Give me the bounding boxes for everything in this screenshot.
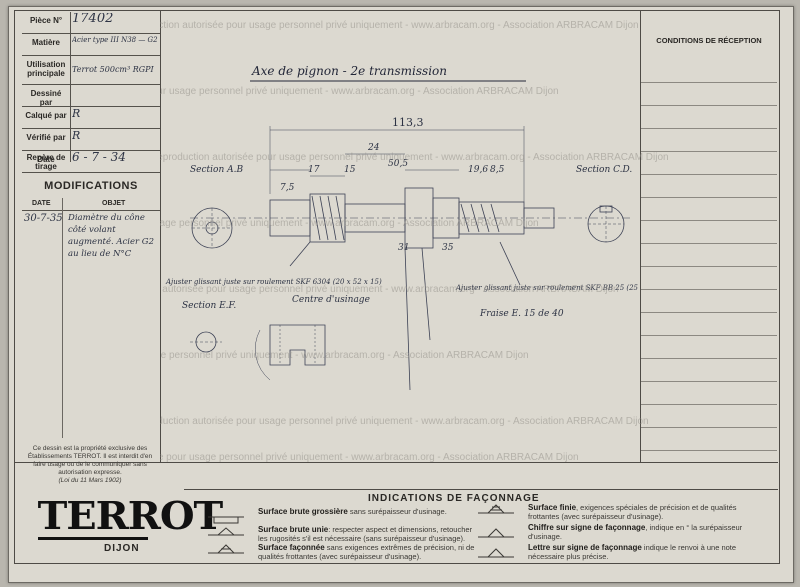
footer-block: TERROT DIJON INDICATIONS DE FAÇONNAGE Su… <box>14 462 778 563</box>
indication-3: Surface façonnée sans exigences extrêmes… <box>208 543 478 561</box>
label-section-cd: Section C.D. <box>576 165 632 175</box>
surface-brute-icon <box>208 516 244 524</box>
dim-overall: 113,3 <box>392 116 424 129</box>
reception-title: CONDITIONS DE RÉCEPTION <box>656 36 762 45</box>
dim-b: 50,5 <box>388 159 408 169</box>
chiffre-signe-icon <box>478 528 514 538</box>
modifications-title: MODIFICATIONS <box>44 180 138 192</box>
matiere-value: Acier type III N38 — G2quod <box>72 36 158 44</box>
dim-g: 7,5 <box>280 183 295 193</box>
drawing-sheet <box>8 6 794 583</box>
label-fraise: Fraise E. 15 de 40 <box>479 309 564 319</box>
utilisation-value: Terrot 500cm³ RGPI <box>72 65 154 74</box>
sheet-border <box>14 10 780 564</box>
surface-faconnee-icon <box>208 544 244 554</box>
calque-initial: R <box>72 108 81 119</box>
modifications-divider <box>62 198 63 438</box>
label-ajust-2: Ajuster glissant juste sur roulement SKF… <box>455 284 640 292</box>
indications-title: INDICATIONS DE FAÇONNAGE <box>368 493 540 504</box>
piece-number: 17402 <box>72 13 114 24</box>
dim-c: 17 <box>308 165 320 175</box>
city-label: DIJON <box>104 543 140 554</box>
reception-lines <box>641 60 777 460</box>
verifie-initial: R <box>72 130 81 141</box>
label-section-ef: Section E.F. <box>182 301 236 311</box>
row-piece: Pièce N°17402 <box>22 12 160 34</box>
dim-a: 24 <box>367 143 380 153</box>
dim-h: 31 <box>398 243 409 253</box>
repere-label: Repère de tirage <box>26 153 66 171</box>
right-column-border <box>640 10 641 462</box>
indication-4: Surface finie, exigences spéciales de pr… <box>478 503 768 521</box>
logo-underline <box>38 537 148 540</box>
terrot-logo: TERROT <box>37 493 224 538</box>
surface-unie-icon <box>208 527 244 536</box>
modification-objet: Diamètre du cône côté volant augmenté. A… <box>68 213 155 259</box>
label-centre: Centre d'usinage <box>292 295 370 305</box>
dim-d: 15 <box>344 165 356 175</box>
dim-i: 35 <box>442 243 454 253</box>
indication-1: Surface brute grossière sans surépaisseu… <box>208 507 478 524</box>
indication-6: Lettre sur signe de façonnage indique le… <box>478 543 768 561</box>
surface-finie-icon <box>478 504 514 514</box>
indications-rule <box>184 489 778 490</box>
left-column-border <box>160 10 161 462</box>
title-underline <box>250 80 526 82</box>
date-value: 6 - 7 - 34 <box>72 152 126 163</box>
indication-5: Chiffre sur signe de façonnage, indique … <box>478 523 768 541</box>
lettre-signe-icon <box>478 548 514 558</box>
dim-e: 19,6 <box>468 165 488 175</box>
modification-date: 30-7-35 <box>24 213 63 224</box>
technical-drawing: 113,3 24 50,5 17 15 19,6 8,5 7,5 31 35 S… <box>165 116 640 391</box>
indication-2: Surface brute unie: respecter aspect et … <box>208 525 478 543</box>
label-section-ab: Section A.B <box>190 165 243 175</box>
title-block-divider <box>70 12 71 162</box>
modifications-header: DATE OBJET <box>22 198 160 211</box>
row-dessine: Dessiné par <box>22 85 160 107</box>
legal-notice: Ce dessin est la propriété exclusive des… <box>27 445 153 484</box>
dim-f: 8,5 <box>490 165 505 175</box>
label-ajust-1: Ajuster glissant juste sur roulement SKF… <box>165 278 382 286</box>
drawing-title: Axe de pignon - 2e transmission <box>252 64 447 78</box>
